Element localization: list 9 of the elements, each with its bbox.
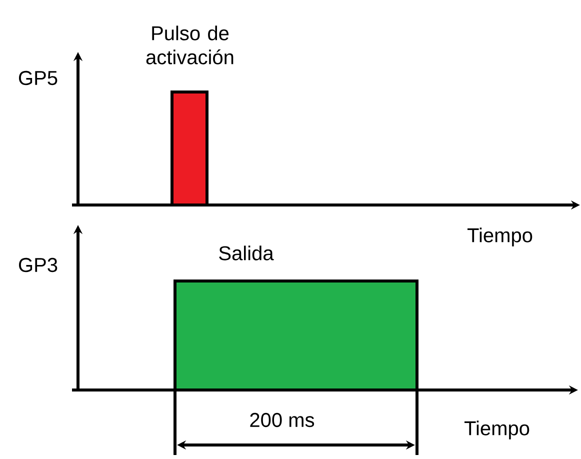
dimension-label: 200 ms xyxy=(248,412,316,428)
axis-label: Tiempo xyxy=(466,226,534,248)
axis-label: GP3 xyxy=(17,256,59,274)
axis-label: Tiempo xyxy=(463,420,531,440)
node-label: Salida xyxy=(219,246,274,260)
output-bar: Salida xyxy=(174,246,418,392)
axis-label: GP5 xyxy=(17,70,59,86)
node-label: Pulso de activación xyxy=(146,26,234,64)
pulse-bar: Pulso de activación xyxy=(146,26,234,206)
